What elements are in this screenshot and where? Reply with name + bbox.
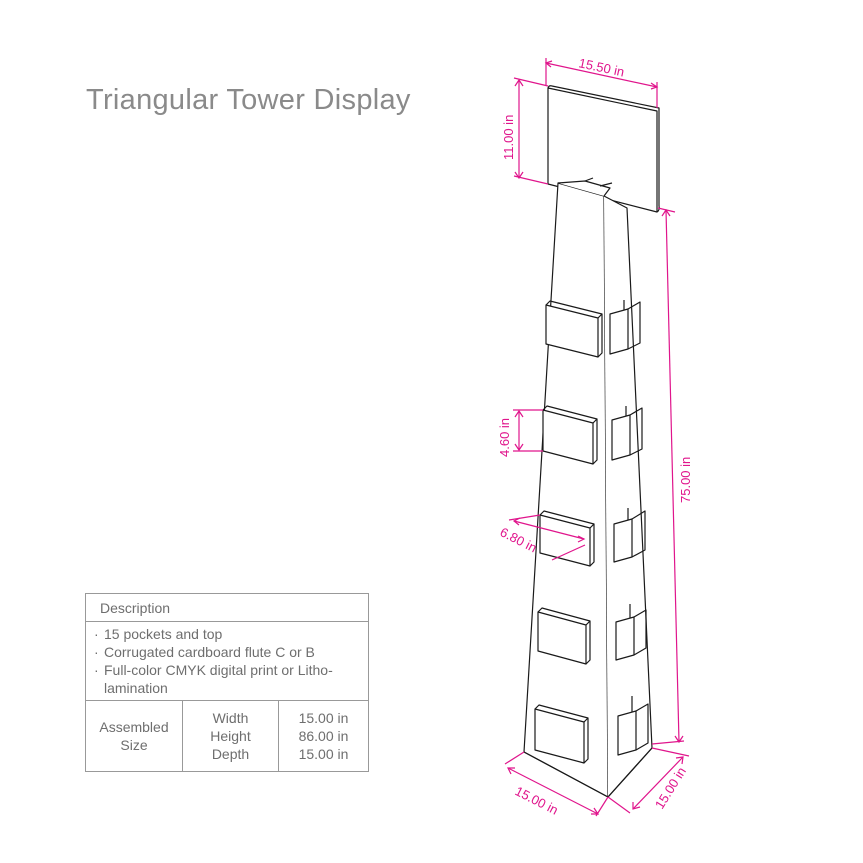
dim-label-pocket-width: 6.80 in [498,524,540,555]
tower-body [523,177,653,798]
list-item: Corrugated cardboard flute C or B [94,643,360,661]
assembled-size-label: Assembled Size [85,700,183,772]
pocket-left-5 [534,704,589,764]
dim-pocket-width [508,514,586,561]
description-table: Description 15 pockets and top Corrugate… [85,593,369,772]
page-title: Triangular Tower Display [86,84,411,116]
description-list-row: 15 pockets and top Corrugated cardboard … [85,621,369,701]
dim-label-base-right: 15.00 in [652,764,689,811]
assembled-size-row: Assembled Size Width Height Depth 15.00 … [85,700,369,772]
dimension-values: 15.00 in 86.00 in 15.00 in [278,700,369,772]
dim-base-right [607,747,690,814]
pocket-right-1 [609,300,641,355]
dim-label-tower-height: 75.00 in [678,457,693,503]
description-header: Description [85,593,369,622]
pocket-left-1 [545,300,603,358]
pocket-right-2 [611,406,643,461]
dimension-name-width: Width [212,710,249,726]
pocket-left-4 [537,607,591,665]
pocket-right-4 [615,604,647,661]
dimension-name-height: Height [210,728,251,744]
dim-label-header-height: 11.00 in [501,115,516,160]
dim-base-left [504,751,609,817]
list-item: 15 pockets and top [94,625,360,643]
dim-tower-height [651,207,685,745]
dimension-value-height: 86.00 in [298,728,349,744]
dim-pocket-height [513,409,543,452]
header-card [547,85,660,213]
pocket-left-3 [539,510,595,567]
dim-header-width [544,58,659,108]
description-list: 15 pockets and top Corrugated cardboard … [94,625,360,697]
description-header-row: Description [85,593,369,622]
pocket-right-3 [613,508,646,563]
dim-label-header-width: 15.50 in [577,55,625,79]
list-item: Full-color CMYK digital print or Litho-l… [94,661,360,697]
dimension-value-width: 15.00 in [298,710,349,726]
dimension-name-depth: Depth [211,746,250,762]
dimension-names: Width Height Depth [182,700,279,772]
pocket-left-2 [542,405,598,465]
dimension-value-depth: 15.00 in [298,746,349,762]
pocket-right-5 [617,696,649,756]
dim-label-pocket-height: 4.60 in [497,418,512,457]
dim-label-base-left: 15.00 in [513,783,561,817]
dim-header-height [513,77,549,185]
